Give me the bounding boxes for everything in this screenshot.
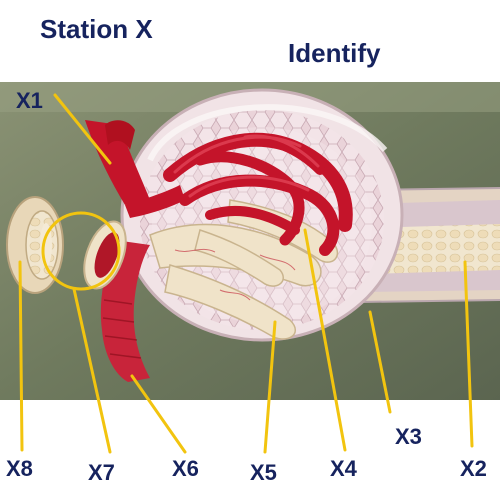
label-x1: X1 <box>16 88 43 113</box>
label-x5: X5 <box>250 460 277 485</box>
nephron-model-image <box>0 82 500 400</box>
instruction-title: Identify <box>288 38 381 68</box>
label-x7: X7 <box>88 460 115 485</box>
label-x6: X6 <box>172 456 199 481</box>
label-x8: X8 <box>6 456 33 481</box>
label-x3: X3 <box>395 424 422 449</box>
label-x2: X2 <box>460 456 487 481</box>
station-title: Station X <box>40 14 153 44</box>
label-x4: X4 <box>330 456 357 481</box>
